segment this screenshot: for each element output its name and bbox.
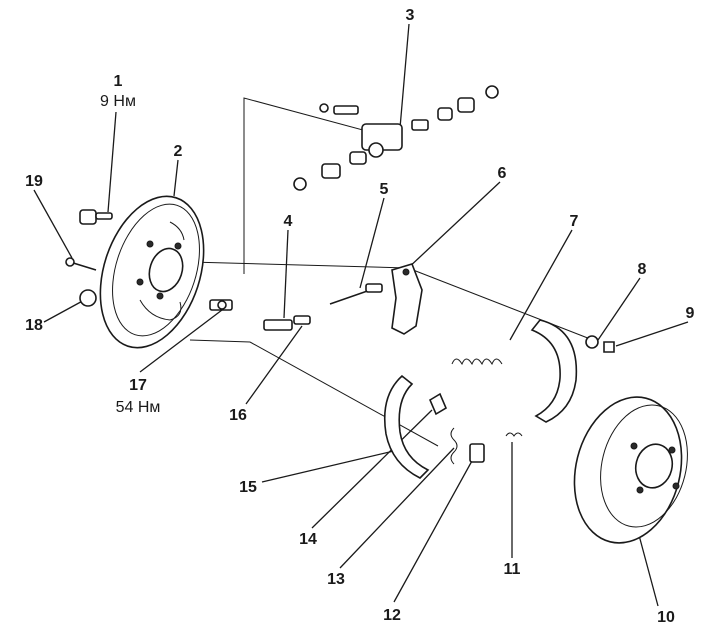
adjuster bbox=[263, 283, 383, 331]
callout-17: 17 bbox=[129, 377, 147, 394]
callout-13: 13 bbox=[327, 571, 345, 588]
brake-shoe-left bbox=[383, 374, 523, 479]
parking-lever bbox=[391, 263, 423, 335]
callout-7: 7 bbox=[570, 213, 579, 230]
leader-lines bbox=[33, 23, 689, 607]
callout-6: 6 bbox=[498, 165, 507, 182]
callout-8: 8 bbox=[638, 261, 647, 278]
callout-15: 15 bbox=[239, 479, 257, 496]
callout-14: 14 bbox=[299, 531, 317, 548]
callout-2: 2 bbox=[174, 143, 183, 160]
callout-18: 18 bbox=[25, 317, 43, 334]
callout-3: 3 bbox=[406, 7, 415, 24]
callout-10: 10 bbox=[657, 609, 675, 626]
brake-shoe-right bbox=[530, 319, 578, 423]
backing-plate bbox=[99, 195, 205, 349]
mounting-bolts bbox=[65, 209, 233, 311]
callout-11: 11 bbox=[504, 561, 521, 578]
return-spring bbox=[451, 358, 503, 366]
callout-17-torque: 54 Нм bbox=[116, 399, 161, 416]
callout-1-torque: 9 Нм bbox=[100, 93, 136, 110]
retainer-parts bbox=[585, 335, 615, 353]
callout-labels: 1 9 Нм 2 3 4 5 6 7 8 9 10 11 12 13 14 15… bbox=[25, 7, 694, 626]
callout-1: 1 bbox=[114, 73, 123, 90]
brake-drum bbox=[573, 396, 688, 544]
wheel-cylinder bbox=[293, 85, 499, 191]
callout-19: 19 bbox=[25, 173, 43, 190]
callout-12: 12 bbox=[383, 607, 401, 624]
callout-16: 16 bbox=[229, 407, 247, 424]
callout-4: 4 bbox=[284, 213, 293, 230]
callout-5: 5 bbox=[380, 181, 389, 198]
callout-9: 9 bbox=[686, 305, 695, 322]
